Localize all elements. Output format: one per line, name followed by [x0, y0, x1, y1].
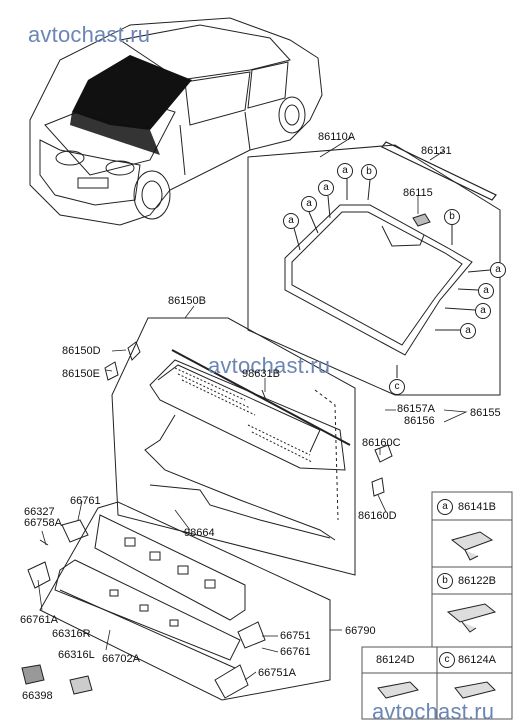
- watermark-bottom: avtochast.ru: [372, 699, 495, 724]
- label-86150B: 86150B: [168, 295, 206, 307]
- label-86150E: 86150E: [62, 368, 100, 380]
- cowl-top-panel: [149, 359, 346, 471]
- pad-86115: [412, 213, 431, 227]
- legend-b-code: 86122B: [458, 575, 496, 587]
- legend-a-marker: a: [437, 499, 453, 515]
- windshield-highlight: [72, 55, 192, 130]
- legend-d-code: 86124D: [376, 654, 415, 666]
- label-86160C: 86160C: [362, 437, 401, 449]
- windshield-glass: [284, 204, 473, 356]
- label-66790: 66790: [345, 625, 376, 637]
- callout-b-2: b: [444, 209, 460, 225]
- label-86150D: 86150D: [62, 345, 101, 357]
- label-66751A: 66751A: [258, 667, 296, 679]
- callout-a-8: a: [460, 323, 476, 339]
- callout-a-4: a: [337, 163, 353, 179]
- legend-c-code: 86124A: [458, 654, 496, 666]
- pad-d-sketch: [377, 681, 419, 699]
- molding-86131: [381, 141, 497, 201]
- car-illustration: [29, 17, 323, 226]
- callout-a-6: a: [478, 283, 494, 299]
- watermark-top: avtochast.ru: [28, 22, 151, 47]
- label-66398: 66398: [22, 690, 53, 702]
- windshield-frit: [291, 211, 463, 346]
- label-86110A: 86110A: [318, 131, 356, 143]
- pad-c-sketch: [454, 681, 496, 699]
- callout-a-7: a: [475, 303, 491, 319]
- label-98631B: 98631B: [242, 368, 280, 380]
- label-86160D: 86160D: [358, 510, 397, 522]
- dash-group-frame: [39, 501, 331, 701]
- label-66327: 66327: [24, 506, 55, 518]
- label-66758A: 66758A: [24, 517, 62, 529]
- label-66761-top: 66761: [70, 495, 101, 507]
- dash-panel-66702A: [94, 514, 246, 621]
- label-98664: 98664: [184, 527, 215, 539]
- callout-a-2: a: [301, 196, 317, 212]
- cowl-highlight: [70, 112, 160, 155]
- label-86131: 86131: [421, 145, 452, 157]
- cowl-group-frame: [111, 317, 356, 576]
- legend-table: [361, 491, 513, 720]
- callout-b-1: b: [361, 164, 377, 180]
- label-86156: 86156: [404, 415, 435, 427]
- clip-a-sketch: [450, 531, 494, 551]
- callout-c-1: c: [389, 379, 405, 395]
- label-66761-bottom: 66761: [280, 646, 311, 658]
- label-86155: 86155: [470, 407, 501, 419]
- label-66761A: 66761A: [20, 614, 58, 626]
- label-66751: 66751: [280, 630, 311, 642]
- label-86157A: 86157A: [397, 403, 435, 415]
- label-66316R: 66316R: [52, 628, 91, 640]
- bracket-66316L: [69, 675, 93, 695]
- watermark-middle: avtochast.ru: [208, 353, 331, 378]
- callout-a-5: a: [490, 262, 506, 278]
- washer-hose-98664: [144, 414, 336, 541]
- callout-a-3: a: [318, 180, 334, 196]
- label-66316L: 66316L: [58, 649, 95, 661]
- label-86115: 86115: [403, 187, 433, 199]
- insulator-66398: [21, 664, 45, 685]
- label-66702A: 66702A: [102, 653, 140, 665]
- windshield-group-frame: [247, 144, 501, 396]
- callout-a-1: a: [283, 213, 299, 229]
- legend-c-marker: c: [439, 652, 455, 668]
- legend-a-code: 86141B: [458, 501, 496, 513]
- clip-b-sketch: [446, 603, 497, 623]
- legend-b-marker: b: [437, 573, 453, 589]
